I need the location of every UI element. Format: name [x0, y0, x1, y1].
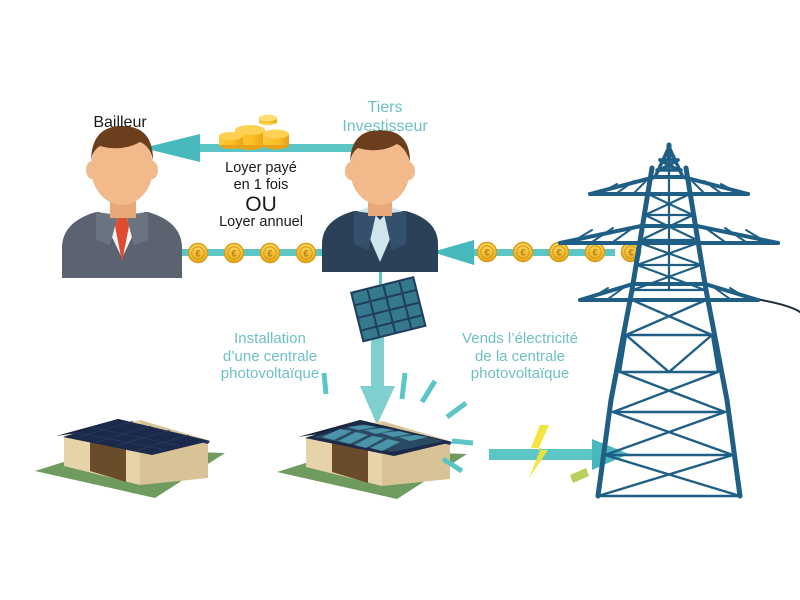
solar-panel-icon: [350, 276, 427, 343]
house-after: [277, 372, 474, 499]
sun-rays: [321, 372, 474, 474]
coin-stack-icon: [219, 114, 289, 150]
euro-coin: [584, 241, 606, 263]
euro-coin: [548, 241, 570, 263]
label-ou: OU: [245, 193, 277, 216]
label-loyer-paye: Loyer payé en 1 fois: [225, 160, 297, 194]
flow-rent-lump-sum: [143, 134, 376, 162]
euro-coin: [295, 242, 317, 264]
euro-coin: [187, 242, 209, 264]
label-vends-electricite: Vends l’électricité de la centrale photo…: [462, 330, 578, 383]
label-installation: Installation d’une centrale photovoltaïq…: [220, 330, 320, 383]
euro-coin: [259, 242, 281, 264]
flow-electricity-revenue: [432, 240, 642, 265]
euro-coin: [223, 242, 245, 264]
label-tiers-investisseur: Tiers Investisseur: [342, 99, 428, 135]
label-loyer-annuel: Loyer annuel: [219, 214, 303, 230]
roof-pv-panels: [314, 424, 444, 452]
actor-bailleur: [62, 126, 182, 278]
pylon: [558, 142, 800, 499]
label-bailleur: Bailleur: [93, 114, 147, 131]
actor-tiers-investisseur: [322, 130, 438, 288]
house-before: [35, 419, 225, 498]
euro-coin: [512, 241, 534, 263]
euro-coin: [476, 241, 498, 263]
